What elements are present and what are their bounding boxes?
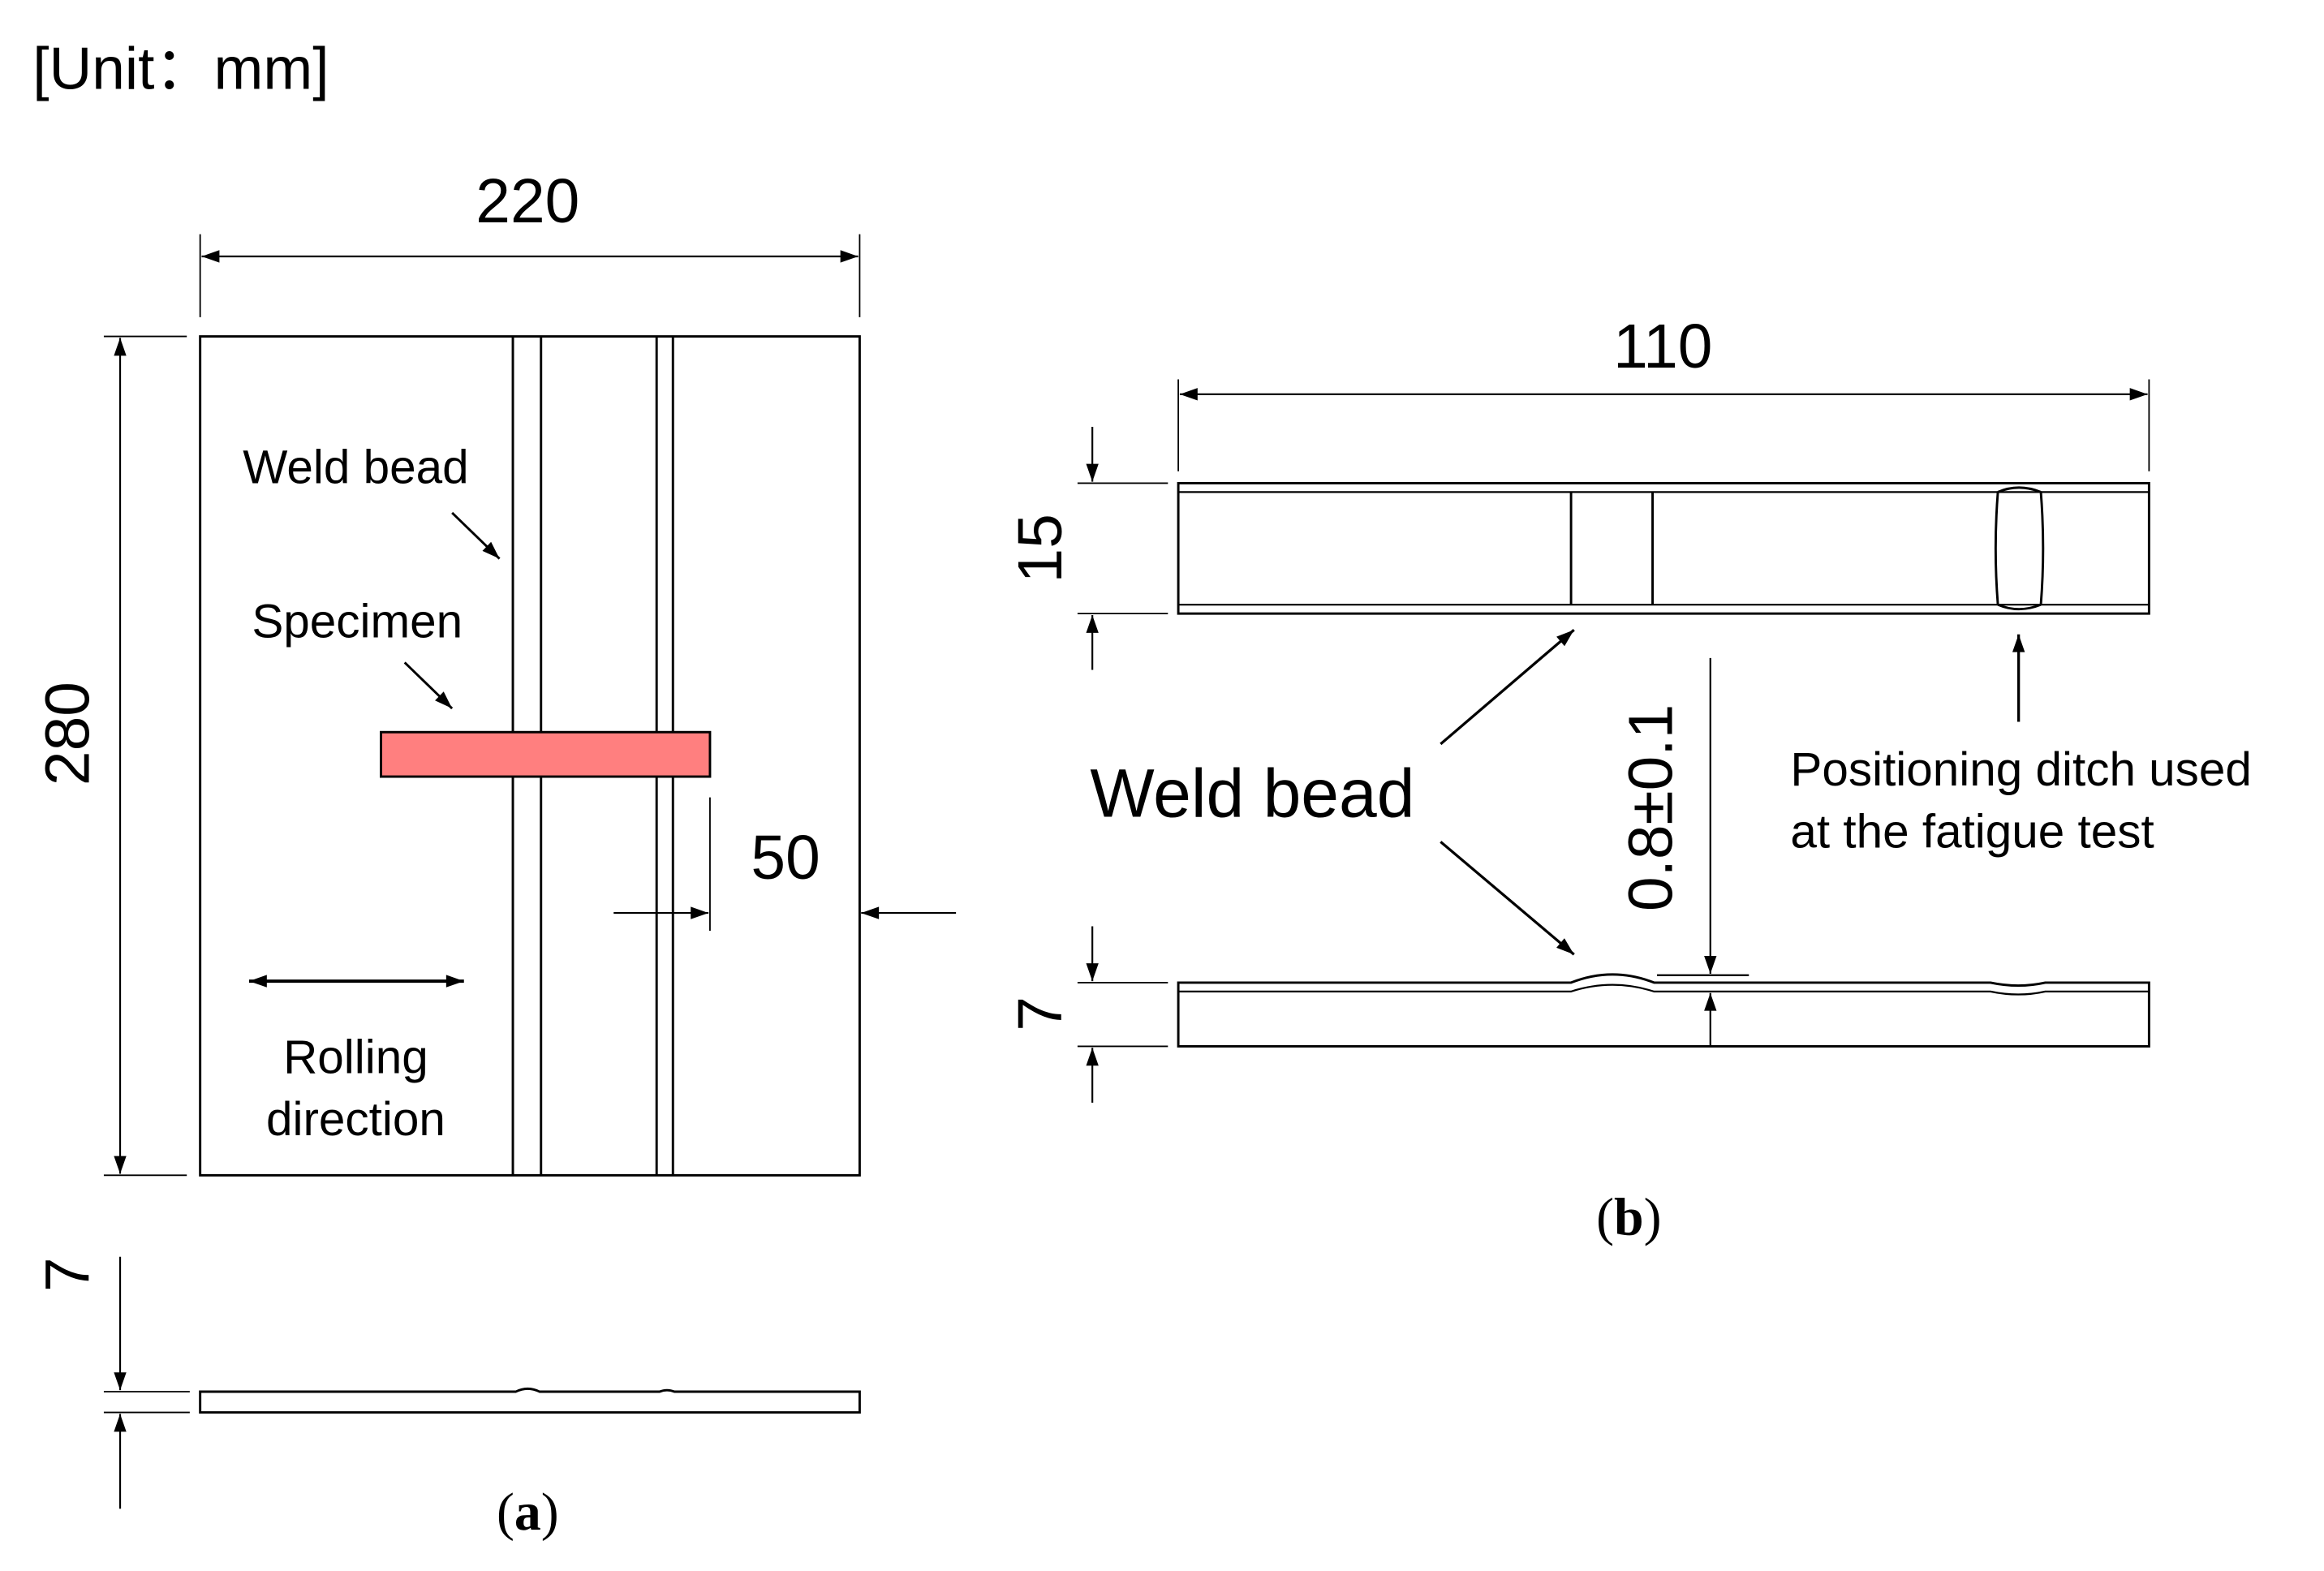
dimension-50-label: 50 (751, 824, 820, 893)
dimension-280-label: 280 (34, 682, 103, 786)
weld-bead-label-b: Weld bead (1090, 755, 1414, 831)
weld-bead-label-a: Weld bead (243, 441, 468, 493)
specimen-rect (380, 730, 712, 778)
positioning-ditch-top (1994, 486, 2045, 611)
dimension-7-label-b: 7 (1006, 996, 1075, 1031)
panel-b: 110 15 7 0.8±0.1 Weld bead Positioning d… (1006, 312, 2252, 1246)
unit-label: [Unit：mm] (32, 37, 329, 102)
weld-bead-arrow-down (1440, 841, 1575, 956)
plate-outline (199, 335, 861, 1177)
panel-a: 220 280 50 Weld bead Specimen Rolling di… (34, 167, 957, 1542)
plate-side-view (199, 1387, 861, 1414)
ditch-label-line1: Positioning ditch used (1790, 743, 2252, 796)
dimension-110-label: 110 (1613, 312, 1712, 381)
rolling-label-line1: Rolling (283, 1031, 428, 1083)
weld-reinforcement-profile (1178, 983, 2150, 996)
dimension-7-label-a: 7 (34, 1257, 103, 1292)
rolling-label-line2: direction (266, 1093, 445, 1146)
specimen-top-view (1177, 481, 2150, 615)
specimen-side-view (1177, 973, 2150, 1048)
ditch-label-line2: at the fatigue test (1790, 806, 2154, 859)
dimension-220-label: 220 (476, 167, 579, 236)
dimension-15-label: 15 (1006, 514, 1075, 583)
weld-bead-arrow-a (451, 511, 501, 560)
weld-bead-arrow-up (1440, 628, 1575, 746)
caption-b: (b) (1596, 1187, 1661, 1246)
caption-a: (a) (497, 1483, 559, 1542)
specimen-label: Specimen (252, 595, 463, 648)
specimen-arrow (403, 661, 454, 710)
dimension-reinforcement-label: 0.8±0.1 (1616, 704, 1685, 911)
